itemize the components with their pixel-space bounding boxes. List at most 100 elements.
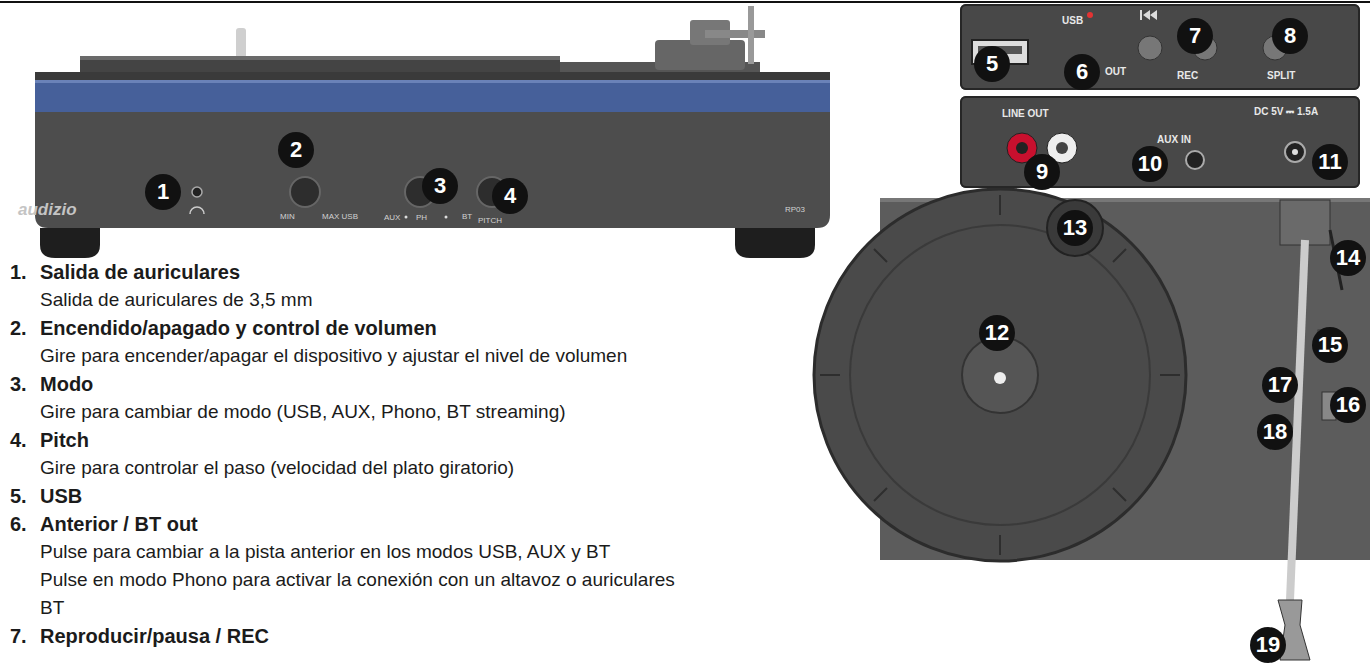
turntable-front-view-part bbox=[192, 187, 202, 197]
device-marking: PITCH bbox=[478, 216, 502, 226]
rear-panel-bottom-part bbox=[1186, 151, 1204, 169]
item-number: 2. bbox=[10, 314, 27, 342]
item-number: 3. bbox=[10, 370, 27, 398]
device-marking: BT bbox=[462, 212, 472, 222]
item-number: 5. bbox=[10, 482, 27, 510]
callout-number: 5 bbox=[974, 46, 1010, 82]
rear-panel-top-part bbox=[1143, 10, 1157, 20]
item-description: Pulse en modo Phono para activar la cone… bbox=[40, 566, 680, 622]
turntable-top-view-part bbox=[820, 374, 840, 376]
brand-logo: audizio bbox=[18, 200, 77, 220]
turntable-front-view-part bbox=[748, 6, 754, 64]
turntable-top-view-part bbox=[874, 249, 887, 262]
turntable-top-view-part bbox=[994, 372, 1006, 384]
rear-panel-top bbox=[960, 4, 1360, 90]
callout-number: 15 bbox=[1312, 327, 1348, 363]
turntable-front-view-part bbox=[190, 207, 204, 214]
model-marking: RP03 bbox=[785, 205, 805, 215]
callout-number: 4 bbox=[492, 178, 528, 214]
callout-number: 7 bbox=[1177, 18, 1213, 54]
rear-panel-bottom bbox=[960, 96, 1360, 188]
turntable-top-view-part bbox=[1113, 249, 1126, 262]
turntable-top-view-part bbox=[1160, 374, 1180, 376]
panel-marking: USB bbox=[1062, 15, 1083, 26]
turntable-front-view-part bbox=[35, 112, 830, 228]
turntable-top-view-part bbox=[999, 535, 1001, 555]
turntable-top-view-part bbox=[999, 195, 1001, 215]
turntable-top-view-part bbox=[874, 488, 887, 501]
item-description: Pulse para cambiar a la pista anterior e… bbox=[40, 538, 610, 566]
item-description: Salida de auriculares de 3,5 mm bbox=[40, 286, 312, 314]
item-title: Anterior / BT out bbox=[40, 510, 198, 538]
turntable-front-view-part bbox=[705, 30, 765, 38]
callout-number: 11 bbox=[1312, 144, 1348, 180]
callout-number: 10 bbox=[1132, 146, 1168, 182]
turntable-top-view bbox=[814, 189, 1370, 660]
panel-marking: OUT bbox=[1105, 66, 1126, 77]
item-title: Pitch bbox=[40, 426, 89, 454]
turntable-front-view-part bbox=[80, 56, 560, 60]
rear-panel-bottom-part bbox=[1285, 142, 1305, 162]
callout-number: 16 bbox=[1330, 387, 1366, 423]
item-description: Gire para encender/apagar el dispositivo… bbox=[40, 342, 627, 370]
item-title: Encendido/apagado y control de volumen bbox=[40, 314, 437, 342]
callout-number: 8 bbox=[1272, 18, 1308, 54]
turntable-front-view-part bbox=[236, 28, 246, 58]
item-number: 1. bbox=[10, 258, 27, 286]
rear-panel-top-part bbox=[1138, 36, 1162, 60]
rear-panel-top-part bbox=[960, 4, 1360, 90]
item-title: Reproducir/pausa / REC bbox=[40, 622, 269, 650]
turntable-front-view-part bbox=[405, 216, 408, 219]
rear-panel-bottom-part bbox=[1056, 142, 1068, 154]
panel-marking: AUX IN bbox=[1157, 134, 1191, 145]
item-title: Modo bbox=[40, 370, 93, 398]
turntable-front-view-part bbox=[40, 228, 100, 258]
item-number: 4. bbox=[10, 426, 27, 454]
turntable-top-view-part bbox=[1290, 240, 1305, 600]
device-marking: AUX bbox=[384, 213, 400, 223]
turntable-front-view-part bbox=[290, 177, 320, 207]
turntable-front-view-part bbox=[35, 72, 830, 80]
turntable-front-view-part bbox=[35, 80, 830, 112]
turntable-top-view-part bbox=[1280, 200, 1330, 245]
rear-panel-bottom-part bbox=[960, 96, 1360, 188]
callout-number: 19 bbox=[1250, 627, 1286, 663]
rear-panel-bottom-part bbox=[1016, 142, 1028, 154]
device-marking: MAX USB bbox=[322, 212, 358, 222]
callout-number: 18 bbox=[1257, 414, 1293, 450]
panel-marking: SPLIT bbox=[1267, 70, 1295, 81]
turntable-front-view-part bbox=[445, 216, 448, 219]
callout-number: 3 bbox=[422, 168, 458, 204]
panel-marking: REC bbox=[1177, 70, 1198, 81]
callout-number: 13 bbox=[1057, 210, 1093, 246]
callout-number: 1 bbox=[145, 174, 181, 210]
callout-number: 9 bbox=[1024, 154, 1060, 190]
turntable-front-view-part bbox=[80, 56, 560, 72]
turntable-front-view-part bbox=[35, 80, 830, 83]
item-description: Gire para cambiar de modo (USB, AUX, Pho… bbox=[40, 398, 566, 426]
item-number: 7. bbox=[10, 622, 27, 650]
page-rule-part bbox=[0, 1, 1370, 3]
turntable-front-view-part bbox=[735, 228, 815, 258]
turntable-top-view-part bbox=[814, 189, 1186, 561]
page-rule bbox=[0, 2, 1370, 3]
turntable-top-view-part bbox=[1047, 200, 1103, 256]
rear-panel-top-part bbox=[1140, 10, 1142, 20]
item-title: USB bbox=[40, 482, 82, 510]
device-marking: MIN bbox=[280, 212, 295, 222]
panel-marking: DC 5V ⎓ 1.5A bbox=[1254, 106, 1318, 118]
callout-number: 6 bbox=[1064, 54, 1100, 90]
turntable-front-view bbox=[35, 6, 830, 258]
callout-number: 17 bbox=[1262, 367, 1298, 403]
callout-number: 2 bbox=[278, 132, 314, 168]
rear-panel-top-part bbox=[1087, 12, 1093, 18]
callout-number: 14 bbox=[1330, 240, 1366, 276]
panel-marking: LINE OUT bbox=[1002, 108, 1049, 119]
item-description: Gire para controlar el paso (velocidad d… bbox=[40, 454, 514, 482]
turntable-top-view-part bbox=[850, 225, 1150, 525]
item-number: 6. bbox=[10, 510, 27, 538]
item-title: Salida de auriculares bbox=[40, 258, 240, 286]
device-marking: PH bbox=[416, 213, 427, 223]
rear-panel-bottom-part bbox=[1292, 149, 1298, 155]
callout-number: 12 bbox=[979, 315, 1015, 351]
